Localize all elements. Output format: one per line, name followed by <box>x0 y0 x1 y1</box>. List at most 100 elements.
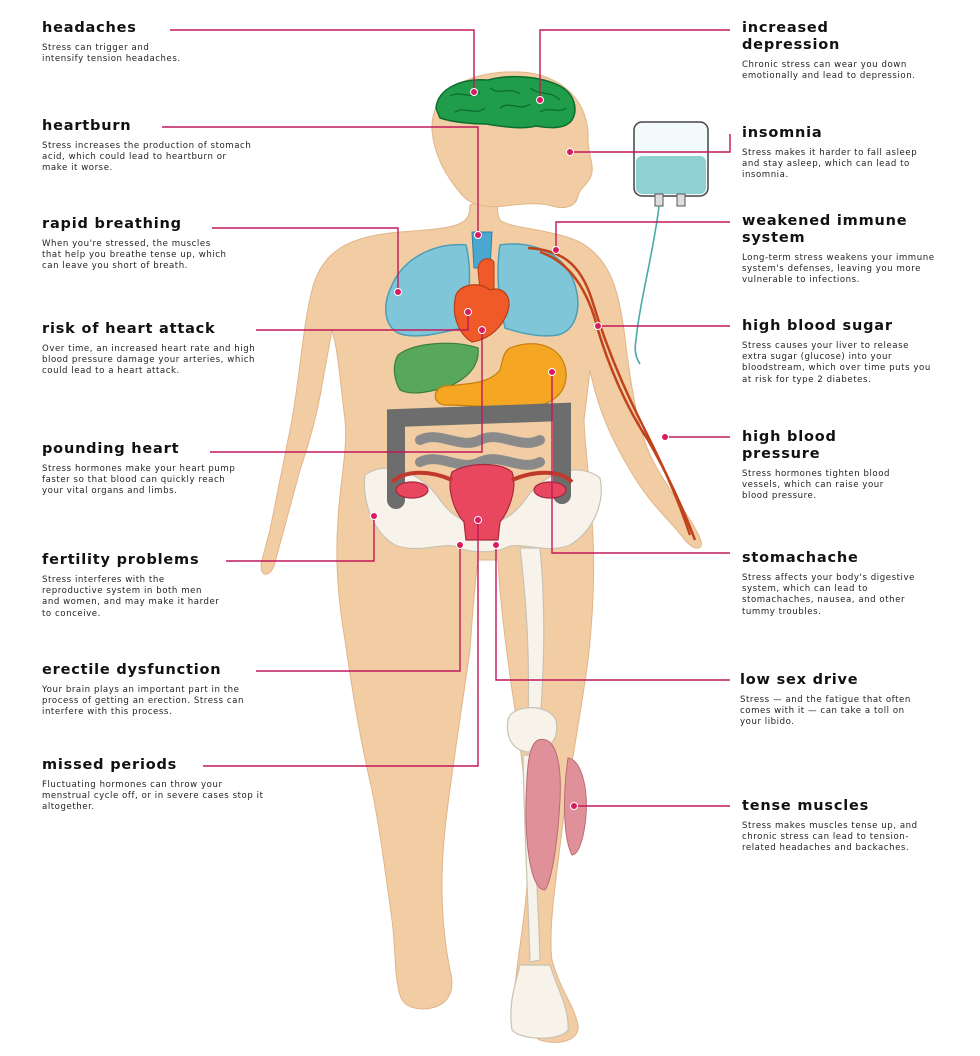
dot-heart-attack <box>464 308 472 316</box>
leader-sex-drive <box>495 545 730 681</box>
brain-folds <box>449 87 567 113</box>
callout-text: Stress — and the fatigue that often come… <box>740 695 911 728</box>
callout-text: When you're stressed, the muscles that h… <box>42 239 227 272</box>
callout-text: Stress causes your liver to release extr… <box>742 341 931 385</box>
stomach <box>434 343 567 409</box>
dot-erectile <box>456 541 464 549</box>
callout-sex-drive: low sex drive Stress — and the fatigue t… <box>740 672 965 729</box>
dot-rapid-breathing <box>394 288 402 296</box>
dot-pounding-heart <box>478 326 486 334</box>
callout-text: Stress hormones make your heart pump fas… <box>42 464 236 497</box>
iv-bag-port-2 <box>676 193 686 207</box>
leader-dots <box>370 88 669 810</box>
aorta <box>477 258 495 291</box>
callout-title: weakened immune system <box>742 213 908 246</box>
calf-muscle-front <box>525 738 561 891</box>
callout-title: missed periods <box>42 757 178 773</box>
callout-heart-attack: risk of heart attack Over time, an incre… <box>42 321 282 378</box>
callout-missed-periods: missed periods Fluctuating hormones can … <box>42 757 282 814</box>
callout-text: Long-term stress weakens your immune sys… <box>742 253 935 286</box>
uterus-body <box>449 463 515 541</box>
right-ovary <box>533 481 567 499</box>
dot-heartburn <box>474 231 482 239</box>
uterus <box>390 463 574 541</box>
callout-title: headaches <box>42 20 137 36</box>
callout-immune: weakened immune system Long-term stress … <box>742 213 967 287</box>
callout-title: high blood pressure <box>742 429 837 462</box>
torso-and-limbs <box>260 194 702 1043</box>
leader-fertility <box>226 516 375 562</box>
small-intestine <box>415 432 545 470</box>
callout-title: rapid breathing <box>42 216 182 232</box>
callout-insomnia: insomnia Stress makes it harder to fall … <box>742 125 967 182</box>
callout-title: low sex drive <box>740 672 859 688</box>
callout-text: Stress can trigger and intensify tension… <box>42 43 181 65</box>
leader-heart-attack <box>256 312 469 331</box>
body-silhouette <box>260 71 702 1043</box>
callout-title: insomnia <box>742 125 823 141</box>
callout-depression: increased depression Chronic stress can … <box>742 20 967 82</box>
dot-depression <box>536 96 544 104</box>
dot-missed-periods <box>474 516 482 524</box>
leader-lines <box>162 29 731 807</box>
callout-text: Your brain plays an important part in th… <box>42 685 244 718</box>
brain <box>435 75 576 129</box>
artery-branch <box>539 250 697 541</box>
foot-bones <box>510 964 569 1039</box>
leader-depression <box>539 29 730 100</box>
left-fallopian-tube <box>390 470 453 484</box>
callout-text: Stress interferes with the reproductive … <box>42 575 220 619</box>
leader-pounding-heart <box>210 330 483 453</box>
dot-tense-muscles <box>570 802 578 810</box>
leader-missed-periods <box>203 520 479 767</box>
dot-blood-sugar <box>594 322 602 330</box>
callout-stomachache: stomachache Stress affects your body's d… <box>742 550 967 618</box>
lungs <box>385 231 579 337</box>
dot-immune <box>552 246 560 254</box>
callout-text: Stress increases the production of stoma… <box>42 141 252 174</box>
callout-title: fertility problems <box>42 552 200 568</box>
callout-text: Over time, an increased heart rate and h… <box>42 344 256 377</box>
iv-bag <box>633 121 709 365</box>
callout-title: increased depression <box>742 20 841 53</box>
leader-heartburn <box>162 126 479 235</box>
dot-stomachache <box>548 368 556 376</box>
arteries <box>527 246 697 541</box>
leader-immune <box>555 221 730 250</box>
iv-bag-port-1 <box>654 193 664 207</box>
iv-tube <box>634 205 660 365</box>
right-fallopian-tube <box>511 470 574 484</box>
callout-title: erectile dysfunction <box>42 662 222 678</box>
callout-text: Stress makes muscles tense up, and chron… <box>742 821 918 854</box>
callout-blood-pressure: high blood pressure Stress hormones tigh… <box>742 429 967 503</box>
callout-heartburn: heartburn Stress increases the productio… <box>42 118 282 175</box>
callout-title: heartburn <box>42 118 132 134</box>
callout-pounding-heart: pounding heart Stress hormones make your… <box>42 441 282 498</box>
callout-title: risk of heart attack <box>42 321 216 337</box>
callout-title: pounding heart <box>42 441 180 457</box>
callout-rapid-breathing: rapid breathing When you're stressed, th… <box>42 216 282 273</box>
large-intestine <box>387 402 571 509</box>
callout-text: Stress affects your body's digestive sys… <box>742 573 915 617</box>
dot-fertility <box>370 512 378 520</box>
dot-insomnia <box>566 148 574 156</box>
left-ovary <box>395 481 429 499</box>
callout-text: Stress makes it harder to fall asleep an… <box>742 148 918 181</box>
leader-erectile <box>256 545 461 672</box>
dot-sex-drive <box>492 541 500 549</box>
leader-headaches <box>170 29 475 92</box>
callout-text: Stress hormones tighten blood vessels, w… <box>742 469 891 502</box>
callout-text: Chronic stress can wear you down emotion… <box>742 60 916 82</box>
callout-tense-muscles: tense muscles Stress makes muscles tense… <box>742 798 967 855</box>
callout-blood-sugar: high blood sugar Stress causes your live… <box>742 318 967 386</box>
intestines <box>387 402 571 509</box>
leader-stomachache <box>551 372 730 554</box>
callout-erectile: erectile dysfunction Your brain plays an… <box>42 662 282 719</box>
leader-insomnia <box>570 134 731 153</box>
callout-title: tense muscles <box>742 798 870 814</box>
dot-blood-pressure <box>661 433 669 441</box>
callout-headaches: headaches Stress can trigger and intensi… <box>42 20 282 65</box>
leader-rapid-breathing <box>212 227 399 292</box>
callout-title: high blood sugar <box>742 318 893 334</box>
